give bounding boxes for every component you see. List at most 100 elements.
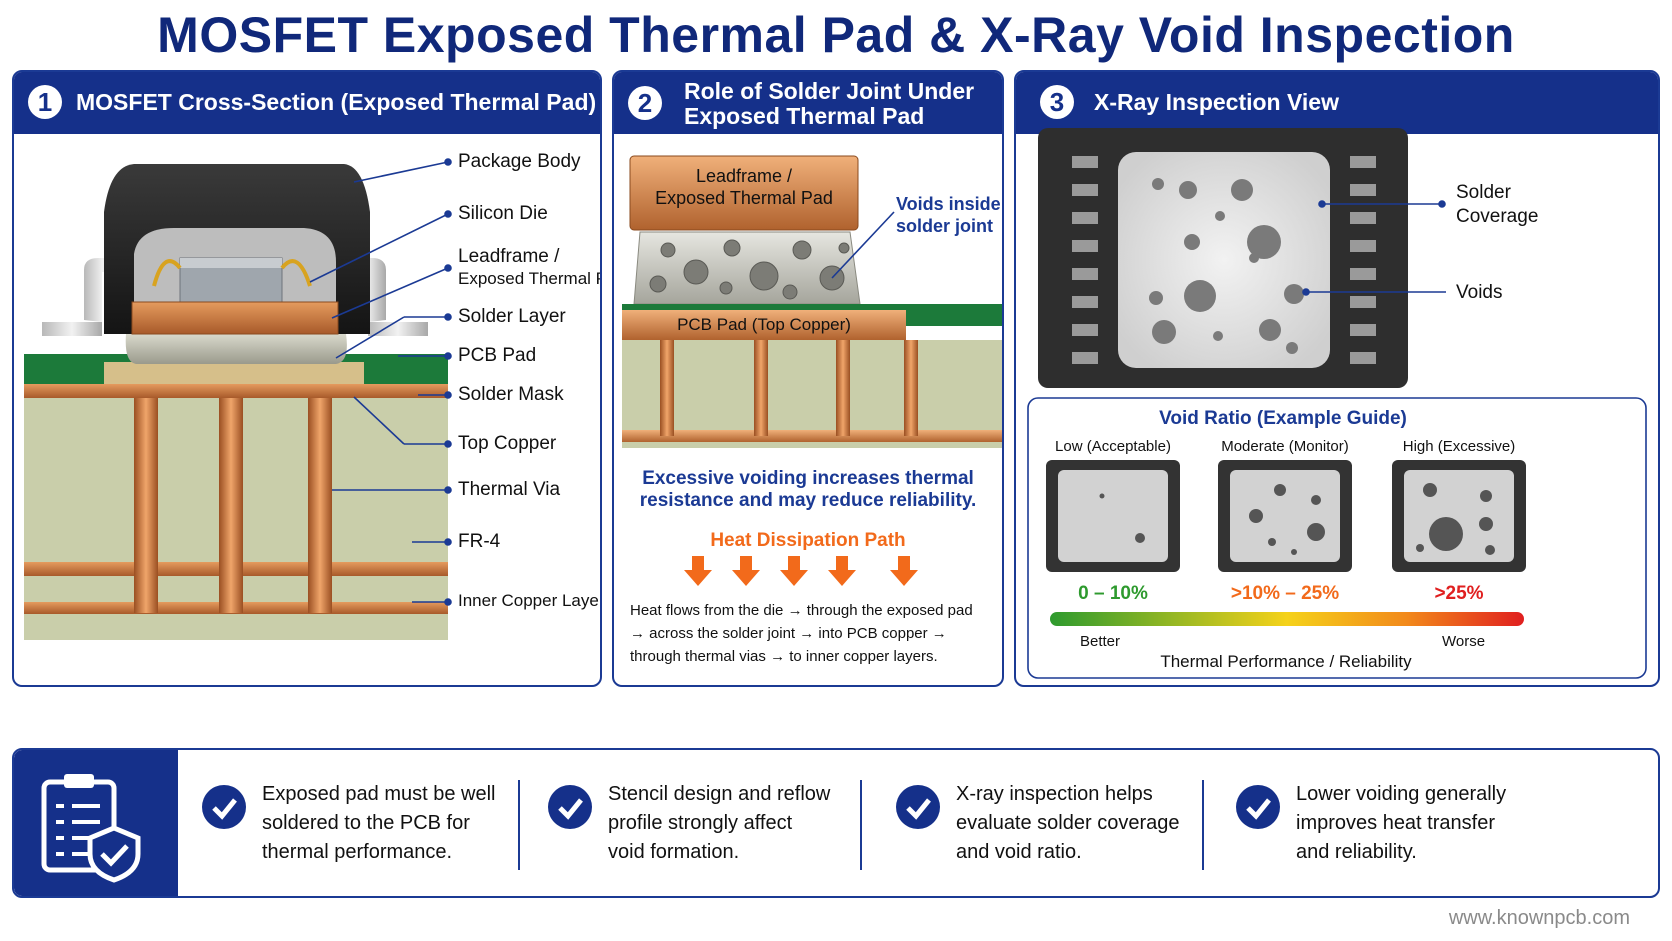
sample-high — [1392, 460, 1526, 572]
solder-coverage-area — [1118, 152, 1330, 368]
solder-joint-illustration — [622, 155, 1002, 586]
tip-3-line-3: and void ratio. — [956, 841, 1082, 863]
tip-3-line-2: evaluate solder coverage — [956, 812, 1180, 834]
level-high-name: High (Excessive) — [1402, 438, 1516, 455]
heat-description-1: Heat flows from the die → through the ex… — [630, 602, 973, 619]
top-copper — [24, 384, 448, 398]
check-icon — [202, 785, 246, 829]
check-icon — [1236, 785, 1280, 829]
tip-1-line-2: soldered to the PCB for — [262, 812, 470, 834]
leadframe-label-1: Leadframe / — [695, 166, 793, 186]
heat-path-title: Heat Dissipation Path — [710, 530, 906, 551]
pcb-pad-top-copper — [622, 310, 906, 340]
xray-voids — [1149, 178, 1304, 354]
heat-description-3: through thermal vias → to inner copper l… — [630, 648, 938, 665]
voids-label-1: Voids inside — [896, 194, 1001, 214]
tip-2-line-3: void formation. — [608, 841, 740, 863]
solder-coverage-label-2: Coverage — [1456, 206, 1539, 227]
void-bubbles — [649, 239, 850, 300]
divider — [1202, 780, 1204, 870]
thermal-via — [134, 398, 158, 613]
tip-1: Exposed pad must be well soldered to the… — [262, 780, 495, 867]
gull-wing-lead — [84, 258, 122, 322]
leadframe-label-2: Exposed Thermal Pad — [655, 188, 833, 208]
tip-4-line-1: Lower voiding generally — [1296, 783, 1507, 805]
level-high-range: >25% — [1434, 583, 1484, 604]
label-solder-layer: Solder Layer — [458, 306, 566, 327]
panel-solder-joint: 2 Role of Solder Joint Under Exposed The… — [612, 70, 1004, 687]
heat-description-2: → across the solder joint → into PCB cop… — [630, 625, 947, 642]
tip-4-line-3: and reliability. — [1296, 841, 1417, 863]
scale-worse: Worse — [1442, 633, 1486, 650]
step-number: 3 — [1040, 85, 1074, 119]
panel-cross-section: 1 MOSFET Cross-Section (Exposed Thermal … — [12, 70, 602, 687]
divider — [860, 780, 862, 870]
tip-4-line-2: improves heat transfer — [1296, 812, 1495, 834]
key-takeaways-bar: Exposed pad must be well soldered to the… — [12, 748, 1660, 898]
step-number: 2 — [628, 86, 662, 120]
solder-layer — [125, 334, 347, 364]
panel-heading: X-Ray Inspection View — [1094, 89, 1339, 115]
panel-heading-line-2: Exposed Thermal Pad — [684, 103, 925, 129]
tip-3-line-1: X-ray inspection helps — [956, 783, 1153, 805]
scale-better: Better — [1080, 633, 1121, 650]
label-solder-mask: Solder Mask — [458, 384, 564, 405]
cross-section-illustration — [24, 158, 452, 640]
leadframe-block — [629, 155, 859, 231]
panel-header: 2 Role of Solder Joint Under Exposed The… — [614, 72, 1002, 134]
label-fr4: FR-4 — [458, 531, 501, 552]
label-thermal-via: Thermal Via — [458, 479, 561, 500]
guide-title: Void Ratio (Example Guide) — [1159, 408, 1407, 429]
thermal-via — [308, 398, 332, 613]
sample-low — [1046, 460, 1180, 572]
sample-moderate — [1218, 460, 1352, 572]
tip-2-line-2: profile strongly affect — [608, 812, 793, 834]
label-leadframe-1: Leadframe / — [458, 246, 560, 267]
pcb-pad — [104, 362, 364, 384]
step-number: 1 — [28, 85, 62, 119]
xray-illustration — [1027, 128, 1647, 679]
panel-xray: 3 X-Ray Inspection View — [1014, 70, 1660, 687]
pcb-pad-label: PCB Pad (Top Copper) — [677, 315, 851, 334]
thermal-via — [219, 398, 243, 613]
level-low-name: Low (Acceptable) — [1055, 438, 1171, 455]
tip-2: Stencil design and reflow profile strong… — [608, 780, 830, 867]
panel-heading-line-1: Role of Solder Joint Under — [684, 78, 975, 104]
label-inner-copper: Inner Copper Layer — [458, 591, 602, 610]
divider — [518, 780, 520, 870]
page-title: MOSFET Exposed Thermal Pad & X-Ray Void … — [157, 7, 1515, 63]
check-icon — [896, 785, 940, 829]
label-top-copper: Top Copper — [458, 433, 557, 454]
heat-arrows — [684, 556, 918, 586]
label-pcb-pad: PCB Pad — [458, 345, 537, 366]
tip-1-line-1: Exposed pad must be well — [262, 783, 496, 805]
voids-label-2: solder joint — [896, 216, 994, 236]
scale-caption: Thermal Performance / Reliability — [1160, 652, 1412, 671]
tip-3: X-ray inspection helps evaluate solder c… — [956, 780, 1179, 867]
check-icon — [548, 785, 592, 829]
label-leadframe-2: Exposed Thermal Pad — [458, 269, 600, 288]
warning-line-2: resistance and may reduce reliability. — [639, 490, 977, 511]
level-low-range: 0 – 10% — [1078, 583, 1148, 604]
tip-2-line-1: Stencil design and reflow — [608, 783, 831, 805]
leadframe — [131, 301, 339, 335]
tip-1-line-3: thermal performance. — [262, 841, 453, 863]
label-silicon-die: Silicon Die — [458, 203, 548, 224]
solder-coverage-label-1: Solder — [1456, 182, 1511, 203]
panel-header: 3 X-Ray Inspection View — [1016, 72, 1658, 134]
thermal-via — [754, 340, 768, 436]
voids-label: Voids — [1456, 282, 1503, 303]
level-moderate-range: >10% – 25% — [1230, 583, 1340, 604]
thermal-via — [904, 340, 918, 436]
checklist-icon-box — [14, 750, 178, 896]
level-moderate-name: Moderate (Monitor) — [1221, 438, 1349, 455]
website-url: www.knownpcb.com — [1448, 907, 1630, 929]
clipboard-shield-icon — [41, 774, 141, 883]
label-package-body: Package Body — [458, 151, 581, 172]
performance-gradient-bar — [1050, 612, 1524, 626]
tip-4: Lower voiding generally improves heat tr… — [1296, 780, 1506, 867]
panel-heading: MOSFET Cross-Section (Exposed Thermal Pa… — [76, 89, 597, 115]
thermal-via — [836, 340, 850, 436]
thermal-via — [660, 340, 674, 436]
warning-line-1: Excessive voiding increases thermal — [642, 468, 974, 489]
